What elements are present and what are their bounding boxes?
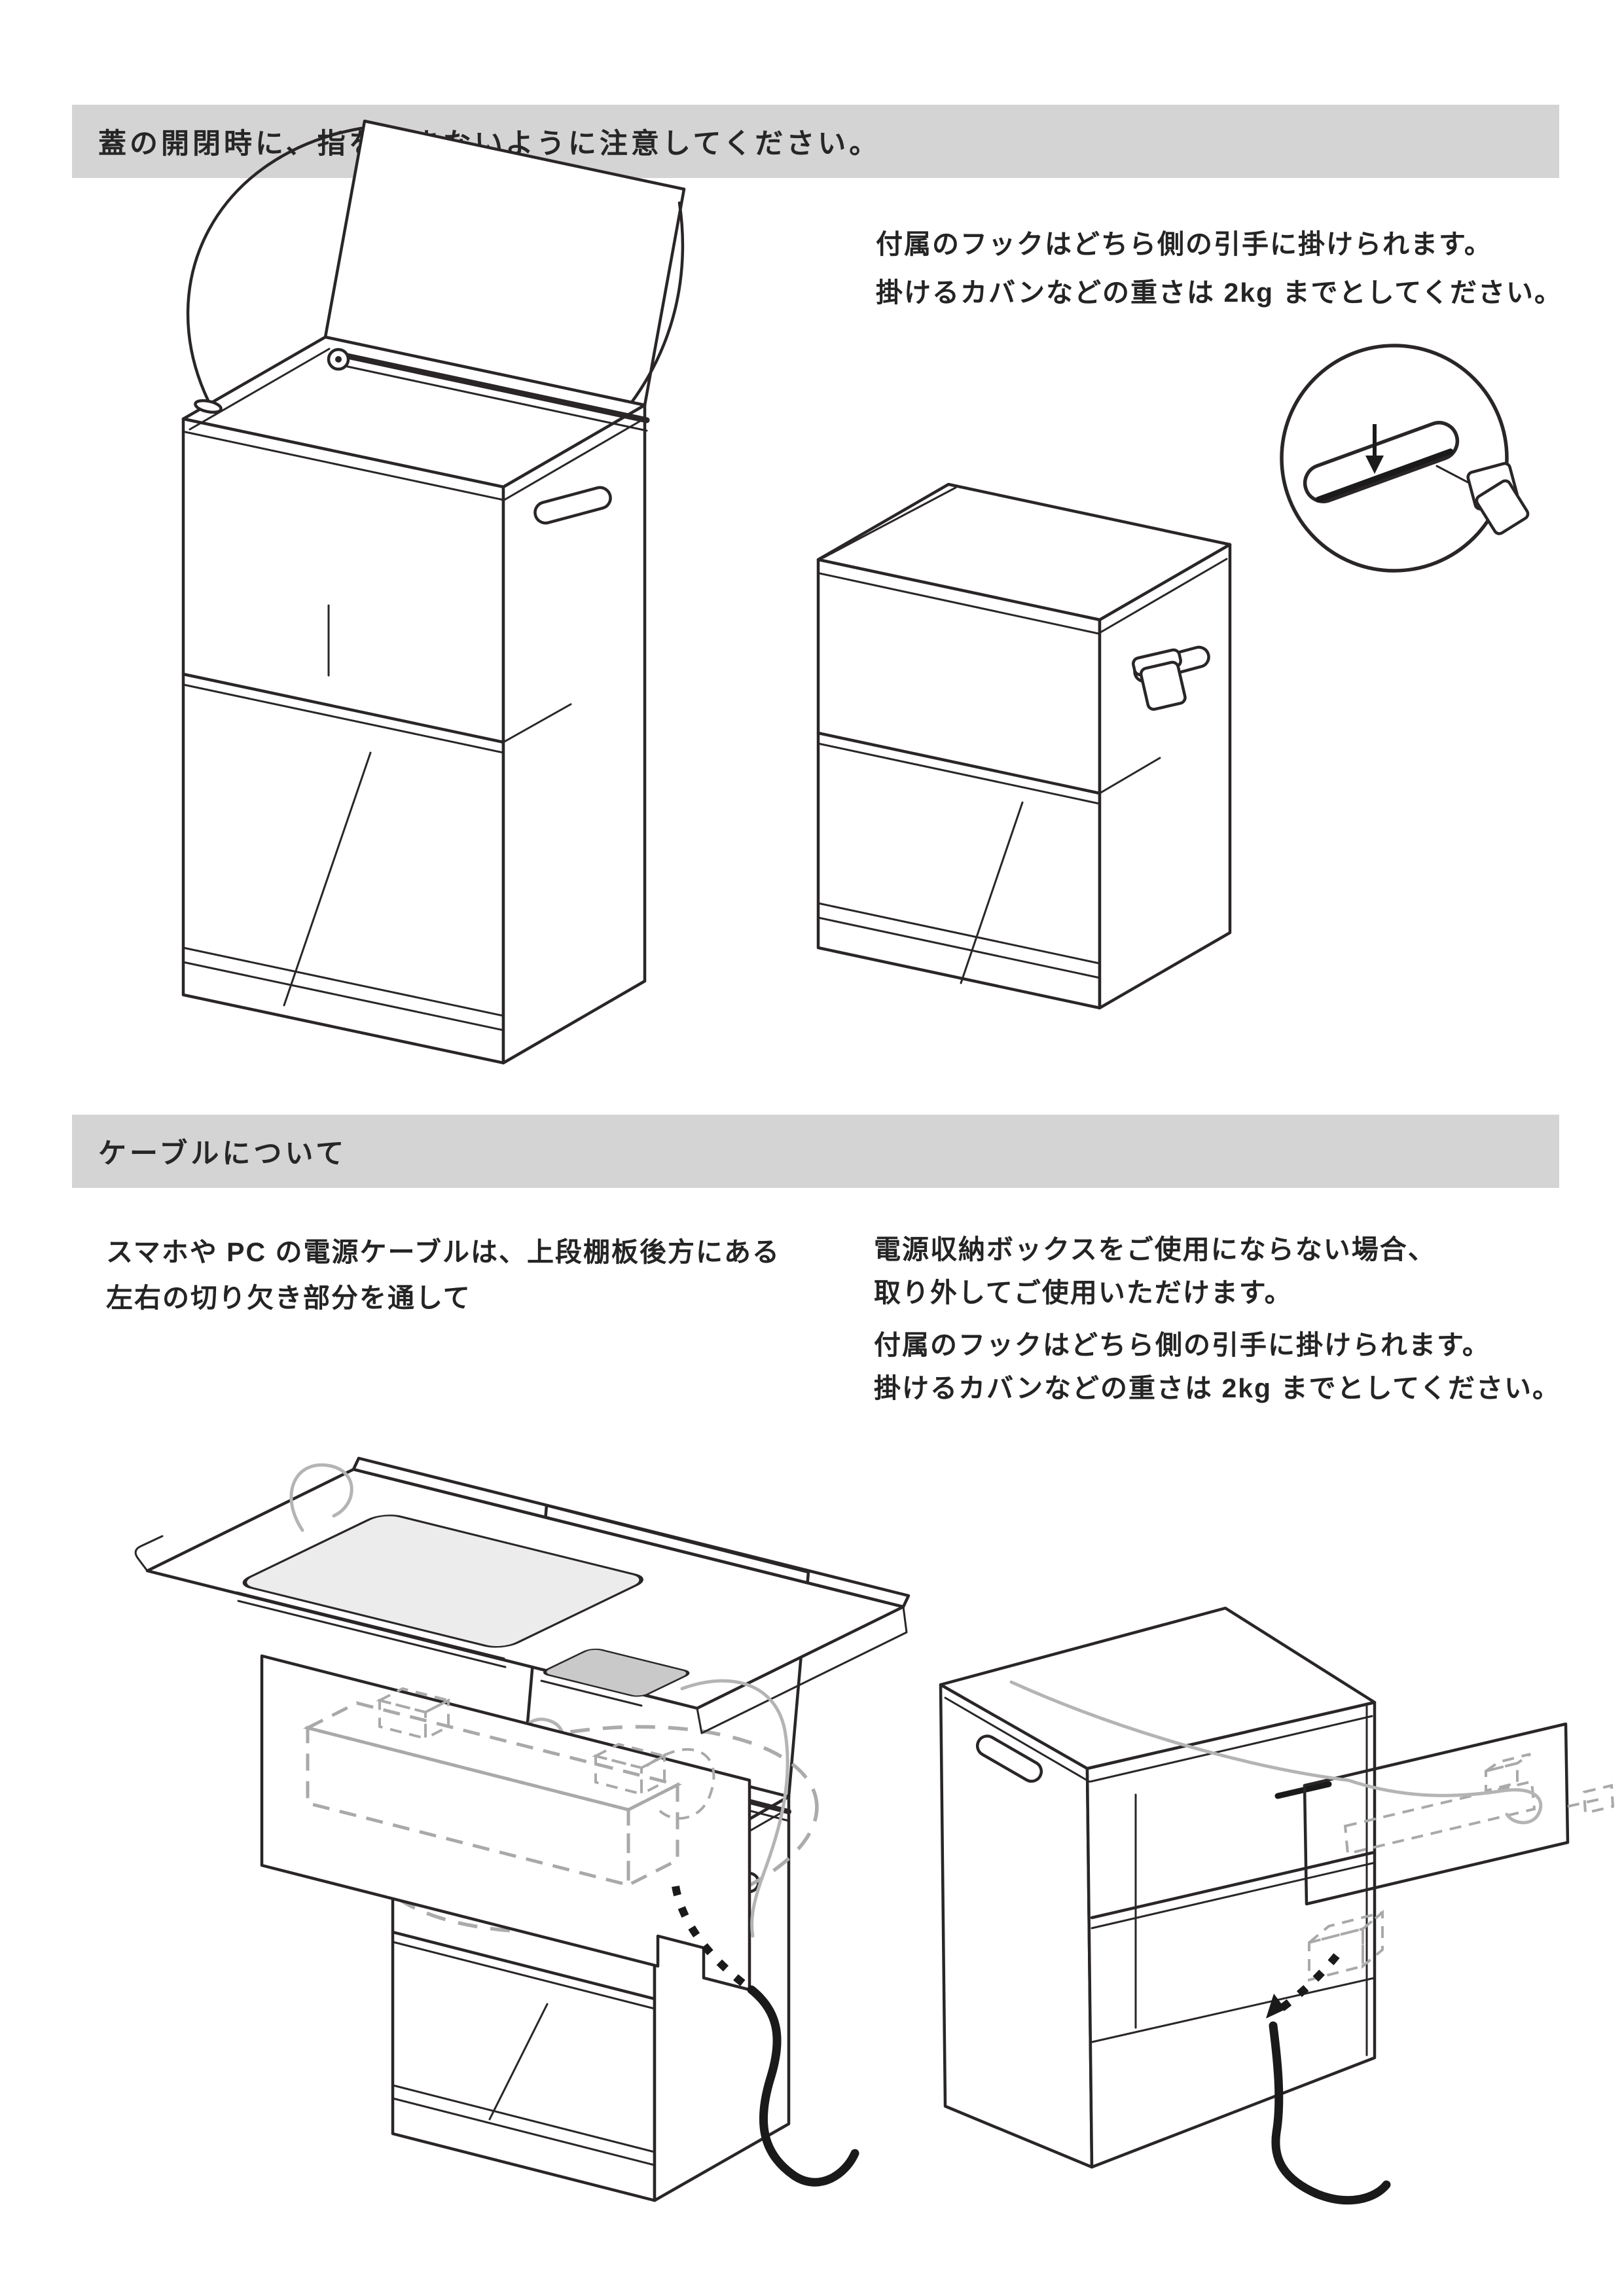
- hook-detail-circle: [1280, 344, 1530, 573]
- cabinet-side-face: [1098, 543, 1232, 1010]
- interior-slant-line: [960, 801, 1024, 984]
- handle-slot: [975, 1734, 1043, 1783]
- lid-catch: [194, 399, 223, 414]
- rear-lip-bar: [352, 1456, 911, 1609]
- insert-arrow-head: [1365, 456, 1384, 474]
- cable-arrow-head: [1266, 1994, 1286, 2018]
- hinge-bar: [332, 350, 650, 423]
- hidden-plug: [376, 1687, 452, 1741]
- base-lines: [817, 902, 1101, 979]
- section-banner-cable-info: ケーブルについて: [72, 1115, 1559, 1188]
- illustration-power-box-panel: [939, 1606, 1615, 2205]
- routed-cable-gray: [1009, 1680, 1543, 1825]
- power-cable: [1269, 2021, 1391, 2205]
- right-fold: [696, 1605, 908, 1734]
- hook-note: 付属のフックはどちら側の引手に掛けられます。 掛けるカバンなどの重さは 2kg …: [876, 220, 1562, 317]
- cabinet-front-face: [181, 417, 505, 1065]
- handle-slot: [533, 486, 612, 525]
- laptop-cable-loop: [289, 1463, 353, 1532]
- hidden-power-strip-in-panel: [1343, 1753, 1615, 1856]
- phone-cable: [680, 1679, 789, 1938]
- hook-part-detail: [1466, 461, 1530, 535]
- base-lines: [391, 2084, 656, 2166]
- banner-text: ケーブルについて: [98, 1138, 348, 1170]
- hidden-power-box-bracket: [1308, 1909, 1384, 1982]
- power-box-line: 付属のフックはどちら側の引手に掛けられます。: [874, 1330, 1490, 1360]
- hook-note-line: 掛けるカバンなどの重さは 2kg までとしてください。: [876, 278, 1563, 308]
- removable-rear-panel: [1303, 1722, 1570, 1906]
- cable-through-notch-dotted: [672, 1885, 754, 1993]
- bag-hook-on-handle: [1132, 648, 1187, 711]
- laptop-device: [242, 1515, 643, 1648]
- section-banner-lid-caution: 蓋の開閉時に、指を挟まないように注意してください。: [72, 105, 1559, 178]
- power-box-line: 取り外してご使用いただけます。: [874, 1278, 1293, 1308]
- power-box-line: 電源収納ボックスをご使用にならない場合、: [874, 1234, 1436, 1265]
- cable-routing-line: スマホや PC の電源ケーブルは、上段棚板後方にある: [106, 1237, 781, 1267]
- cable-routing-note: スマホや PC の電源ケーブルは、上段棚板後方にある 左右の切り欠き部分を通して: [106, 1229, 780, 1321]
- illustration-cabinet-with-hook: [816, 344, 1530, 1010]
- lid-swing-arc-left: [186, 126, 363, 403]
- phone-device: [543, 1648, 690, 1697]
- cable-routing-line: 左右の切り欠き部分を通して: [106, 1283, 471, 1313]
- illustration-cable-routing: [134, 1456, 911, 2202]
- cabinet-top-face: [939, 1606, 1377, 1770]
- illustration-cabinet-lid-open: [181, 119, 686, 1065]
- power-box-line: 掛けるカバンなどの重さは 2kg までとしてください。: [874, 1373, 1561, 1403]
- cable-path-dotted: [1279, 1953, 1340, 2011]
- hidden-power-strip-box: [302, 1687, 715, 1888]
- power-box-note: 電源収納ボックスをご使用にならない場合、 取り外してご使用いただけます。 付属の…: [874, 1228, 1561, 1410]
- power-cable: [747, 1985, 859, 2187]
- cabinet-side-face: [501, 403, 647, 1065]
- hook-note-line: 付属のフックはどちら側の引手に掛けられます。: [876, 229, 1492, 259]
- hidden-cable-loop: [645, 1748, 715, 1820]
- base-lines: [182, 946, 505, 1031]
- interior-slant-line: [283, 751, 372, 1007]
